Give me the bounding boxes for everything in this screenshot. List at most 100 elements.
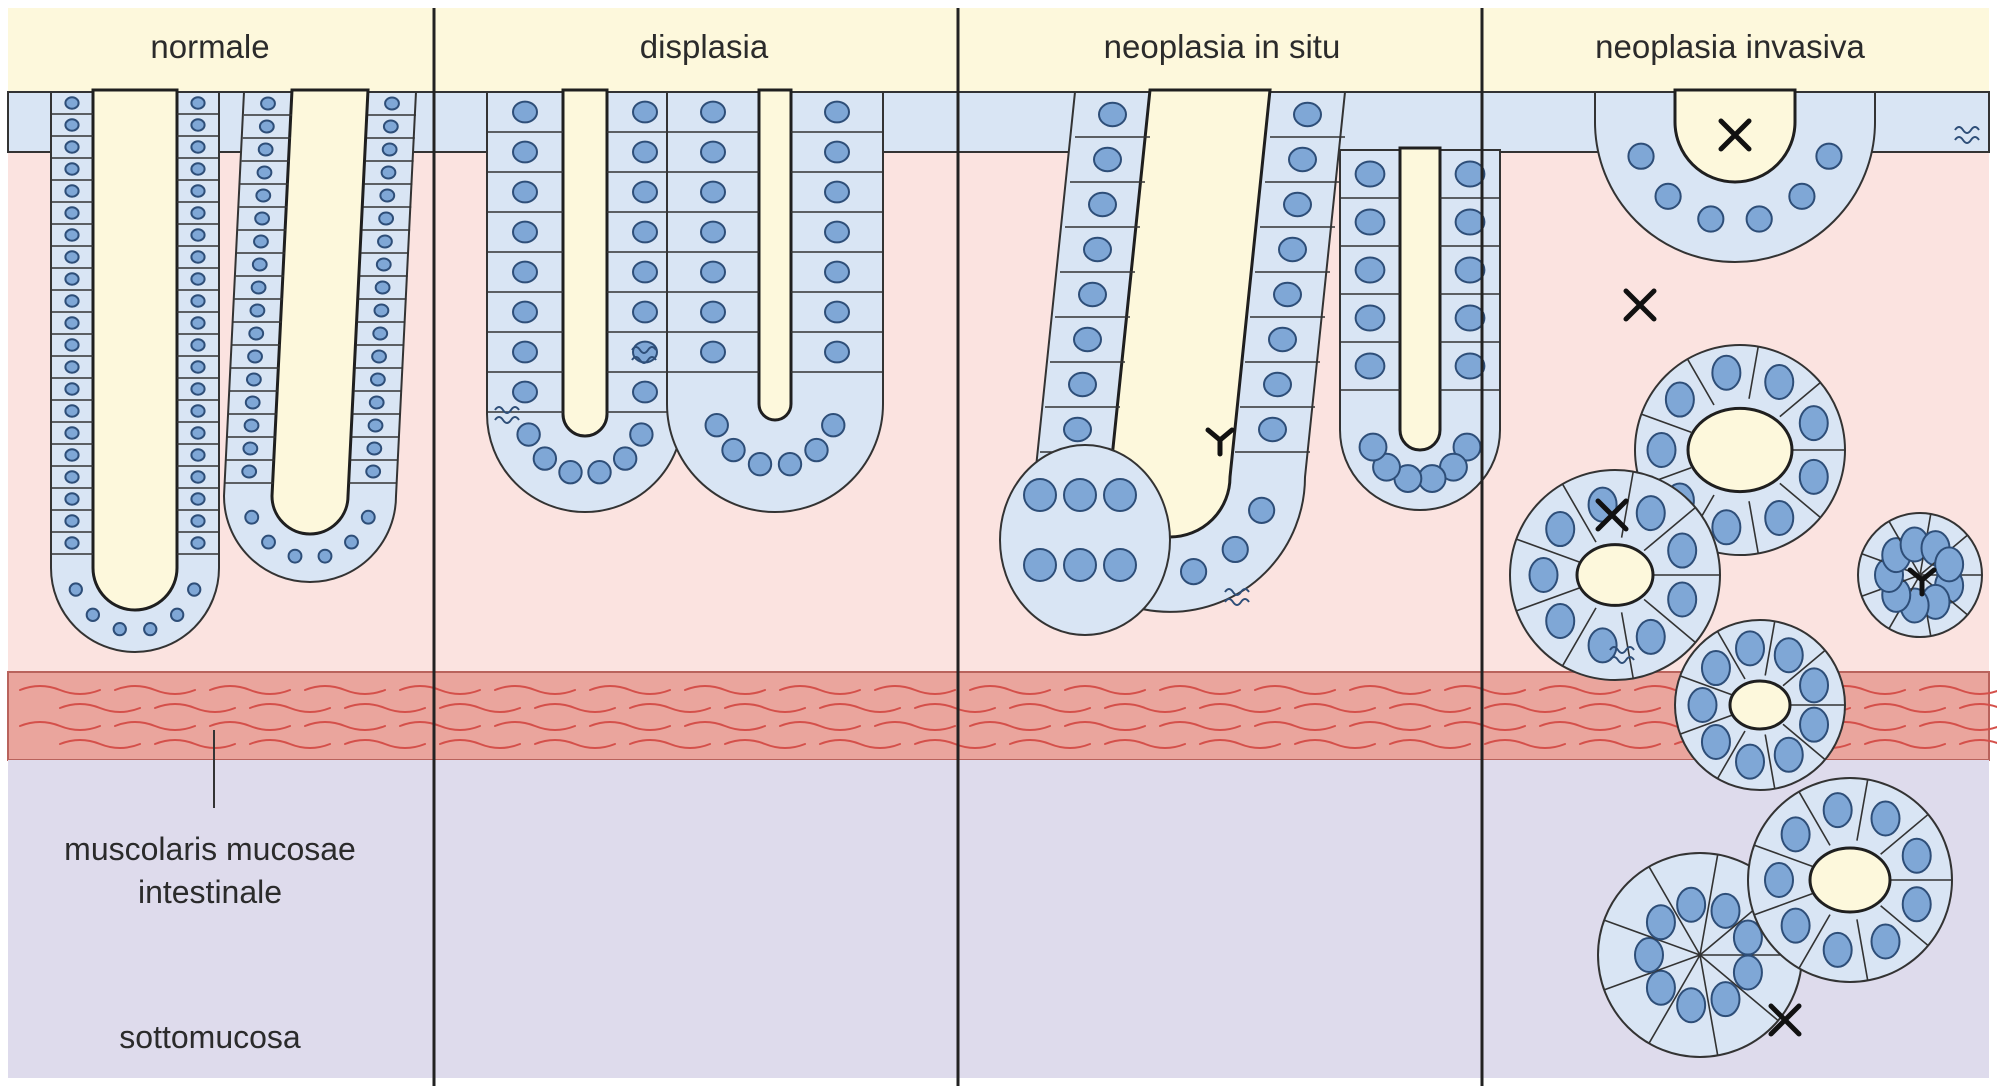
panel-title-invasive: neoplasia invasiva	[1595, 28, 1865, 65]
nucleus	[65, 185, 78, 196]
nucleus	[114, 623, 126, 635]
nucleus	[633, 222, 657, 243]
cluster-lumen	[1577, 545, 1653, 606]
nucleus	[1677, 888, 1705, 922]
nucleus	[1356, 258, 1385, 283]
invasive-cluster-2	[1510, 470, 1720, 680]
nucleus	[1800, 460, 1828, 494]
nucleus	[191, 163, 204, 174]
crypt-dysplasia-b	[667, 90, 883, 512]
nucleus	[65, 493, 78, 504]
nucleus	[1736, 631, 1764, 665]
nucleus	[1356, 162, 1385, 187]
nucleus	[825, 142, 849, 163]
nucleus	[1712, 894, 1740, 928]
nucleus	[245, 420, 259, 432]
nucleus	[1264, 373, 1291, 396]
nucleus	[191, 383, 204, 394]
nucleus	[1530, 558, 1558, 592]
nucleus	[1024, 479, 1056, 511]
nucleus	[369, 420, 383, 432]
nucleus	[258, 167, 272, 179]
nucleus	[701, 182, 725, 203]
nucleus	[345, 536, 358, 549]
cluster-lumen	[1810, 848, 1890, 912]
nucleus	[1800, 708, 1828, 742]
nucleus	[249, 328, 263, 340]
nucleus	[633, 102, 657, 123]
nucleus	[513, 222, 537, 243]
nucleus	[191, 493, 204, 504]
nucleus	[1872, 802, 1900, 836]
nucleus	[614, 447, 636, 469]
nucleus	[1677, 988, 1705, 1022]
nucleus	[191, 229, 204, 240]
nucleus	[1249, 498, 1274, 523]
nucleus	[382, 167, 396, 179]
nucleus	[1274, 283, 1301, 306]
nucleus	[65, 515, 78, 526]
nucleus	[65, 317, 78, 328]
nucleus	[1456, 258, 1485, 283]
nucleus	[1064, 479, 1096, 511]
nucleus	[633, 382, 657, 403]
nucleus	[144, 623, 156, 635]
nucleus	[1712, 356, 1740, 390]
nucleus	[65, 537, 78, 548]
nucleus	[245, 511, 258, 524]
nucleus	[378, 236, 392, 248]
nucleus	[1084, 238, 1111, 261]
crypt-lumen	[1400, 148, 1440, 450]
nucleus	[1099, 103, 1126, 126]
nucleus	[371, 374, 385, 386]
nucleus	[367, 443, 381, 455]
nucleus	[1637, 496, 1665, 530]
nucleus	[1816, 144, 1841, 169]
nucleus	[1259, 418, 1286, 441]
nucleus	[1223, 537, 1248, 562]
nucleus	[65, 405, 78, 416]
nucleus	[255, 213, 269, 225]
nucleus	[1775, 638, 1803, 672]
nucleus	[701, 222, 725, 243]
submucosa-label: sottomucosa	[119, 1019, 301, 1055]
nucleus	[191, 273, 204, 284]
nucleus	[1702, 725, 1730, 759]
invasive-cluster-6	[1748, 778, 1952, 982]
nucleus	[191, 141, 204, 152]
nucleus	[1765, 501, 1793, 535]
nucleus	[1747, 206, 1772, 231]
nucleus	[246, 397, 260, 409]
nucleus	[380, 190, 394, 202]
nucleus	[1903, 887, 1931, 921]
nucleus	[633, 182, 657, 203]
nucleus	[70, 583, 82, 595]
nucleus	[362, 511, 375, 524]
nucleus	[366, 466, 380, 478]
nucleus	[1089, 193, 1116, 216]
nucleus	[379, 213, 393, 225]
cluster-lumen	[1730, 681, 1790, 729]
nucleus	[1284, 193, 1311, 216]
nucleus	[253, 259, 267, 271]
nucleus	[1456, 210, 1485, 235]
nucleus	[254, 236, 268, 248]
nucleus	[805, 439, 827, 461]
nucleus	[65, 427, 78, 438]
nucleus	[65, 361, 78, 372]
nucleus	[1074, 328, 1101, 351]
nucleus	[1356, 354, 1385, 379]
panel-title-in-situ: neoplasia in situ	[1104, 28, 1341, 65]
crypt-dysplasia-a	[487, 90, 683, 512]
nucleus	[633, 142, 657, 163]
nucleus	[1935, 547, 1963, 581]
nucleus	[1356, 210, 1385, 235]
nucleus	[289, 550, 302, 563]
nucleus	[1104, 479, 1136, 511]
nucleus	[513, 382, 537, 403]
nucleus	[256, 190, 270, 202]
nucleus	[65, 163, 78, 174]
nucleus	[701, 342, 725, 363]
nucleus	[1782, 909, 1810, 943]
